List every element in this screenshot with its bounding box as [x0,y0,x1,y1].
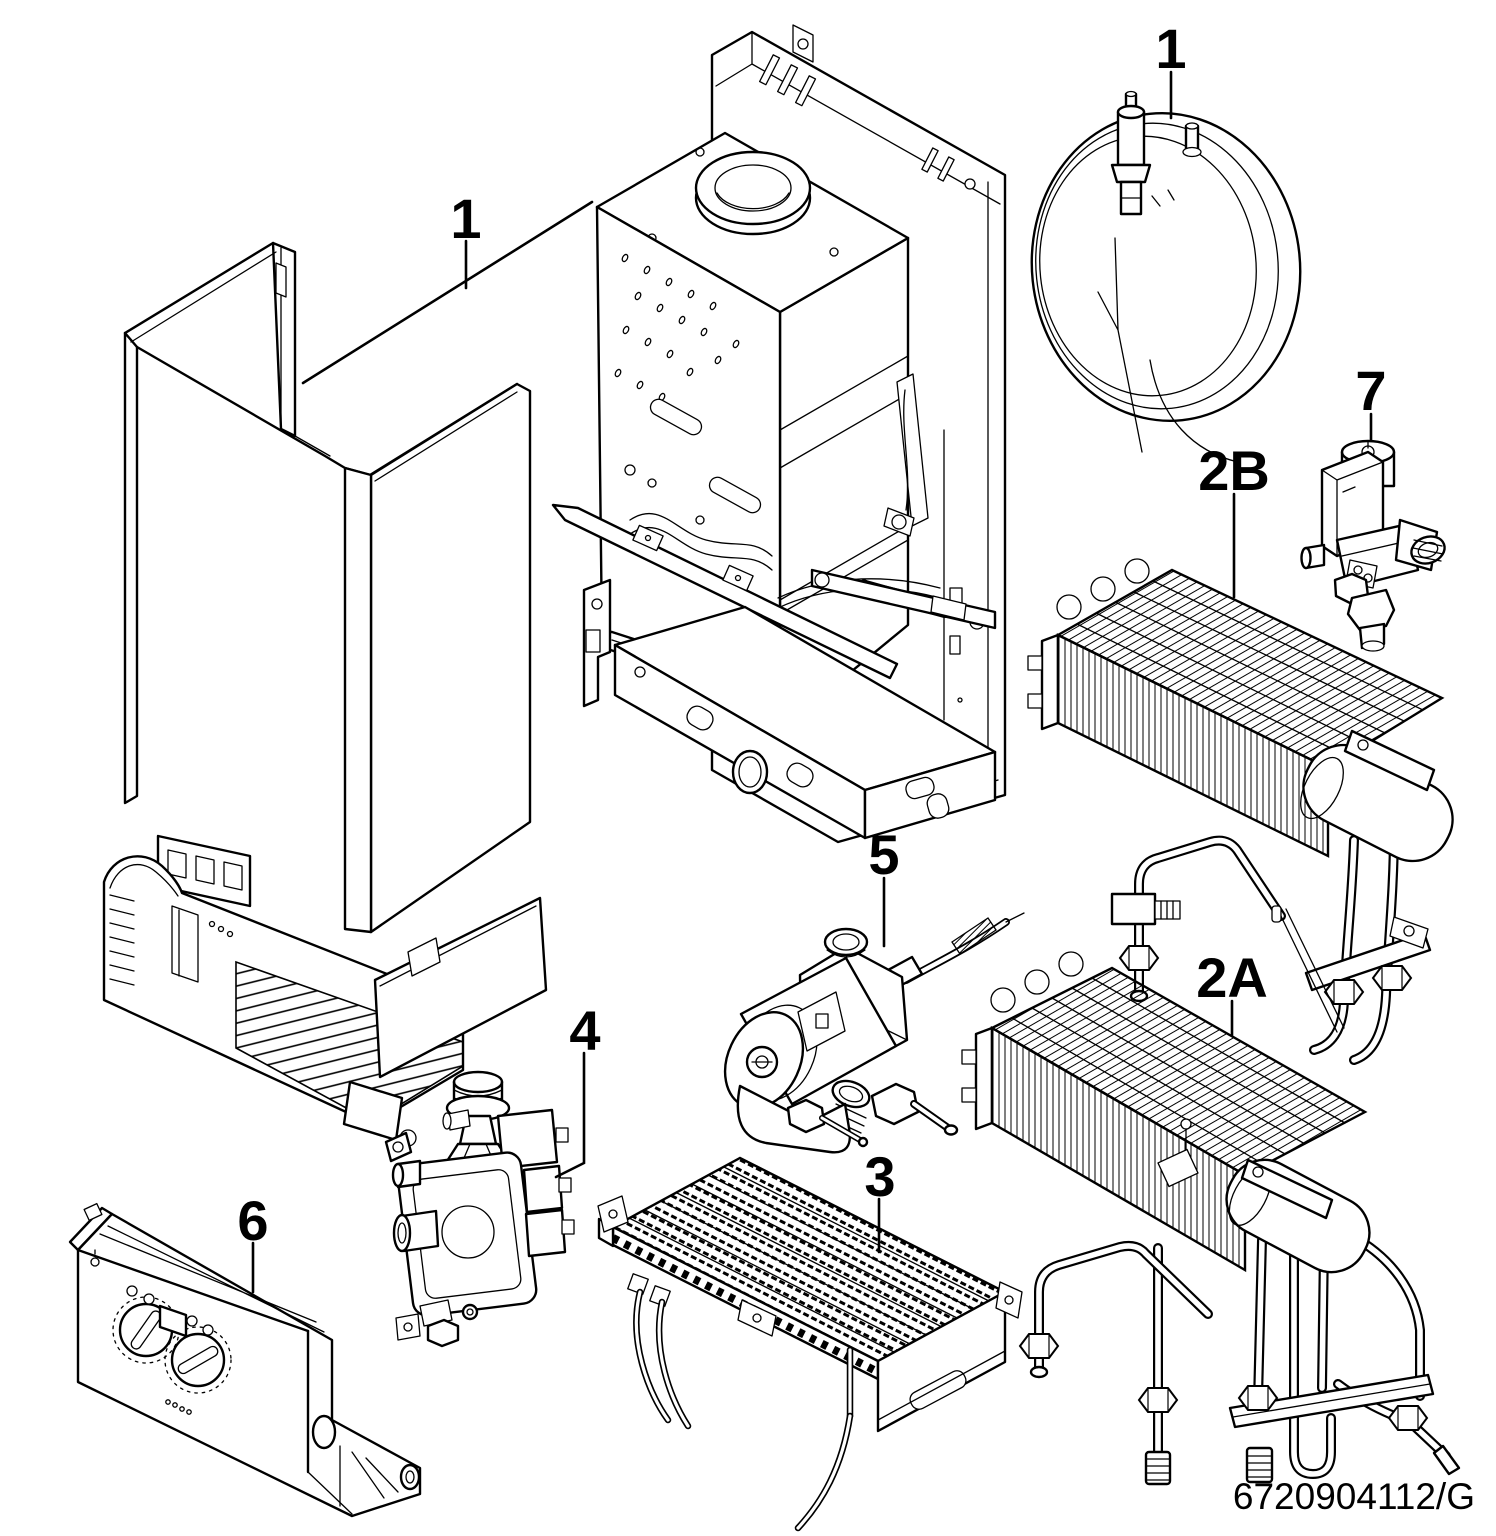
document-code: 6720904112/G [1233,1476,1475,1517]
solenoid-valve-drawing [1300,439,1446,652]
gas-valve-drawing [384,1070,575,1348]
callout-7: 7 [1355,359,1386,422]
callout-1-expansion-vessel: 1 [1155,17,1186,80]
heat-exchanger-2a-drawing [961,951,1461,1486]
bottom-grille-panel-drawing [102,834,548,1147]
callout-2a: 2A [1196,946,1268,1009]
leader-4 [554,1051,586,1179]
control-panel-drawing [68,1202,422,1518]
callout-4: 4 [569,999,600,1062]
burner-drawing [597,1156,1023,1532]
callout-3: 3 [864,1145,895,1208]
expansion-vessel-drawing [1030,90,1302,463]
heat-exchanger-2b-drawing [1027,558,1454,1065]
callout-5: 5 [868,823,899,886]
pump-drawing [723,912,1025,1154]
callout-6: 6 [237,1189,268,1252]
leader-1-appliance [301,200,594,385]
outer-casing-drawing [123,241,532,934]
heat-cell-chassis-drawing [551,24,1007,844]
callouts: 1 1 2B 7 2A 5 4 3 6 [237,17,1387,1294]
callout-2b: 2B [1198,439,1270,502]
callout-1-appliance: 1 [450,187,481,250]
